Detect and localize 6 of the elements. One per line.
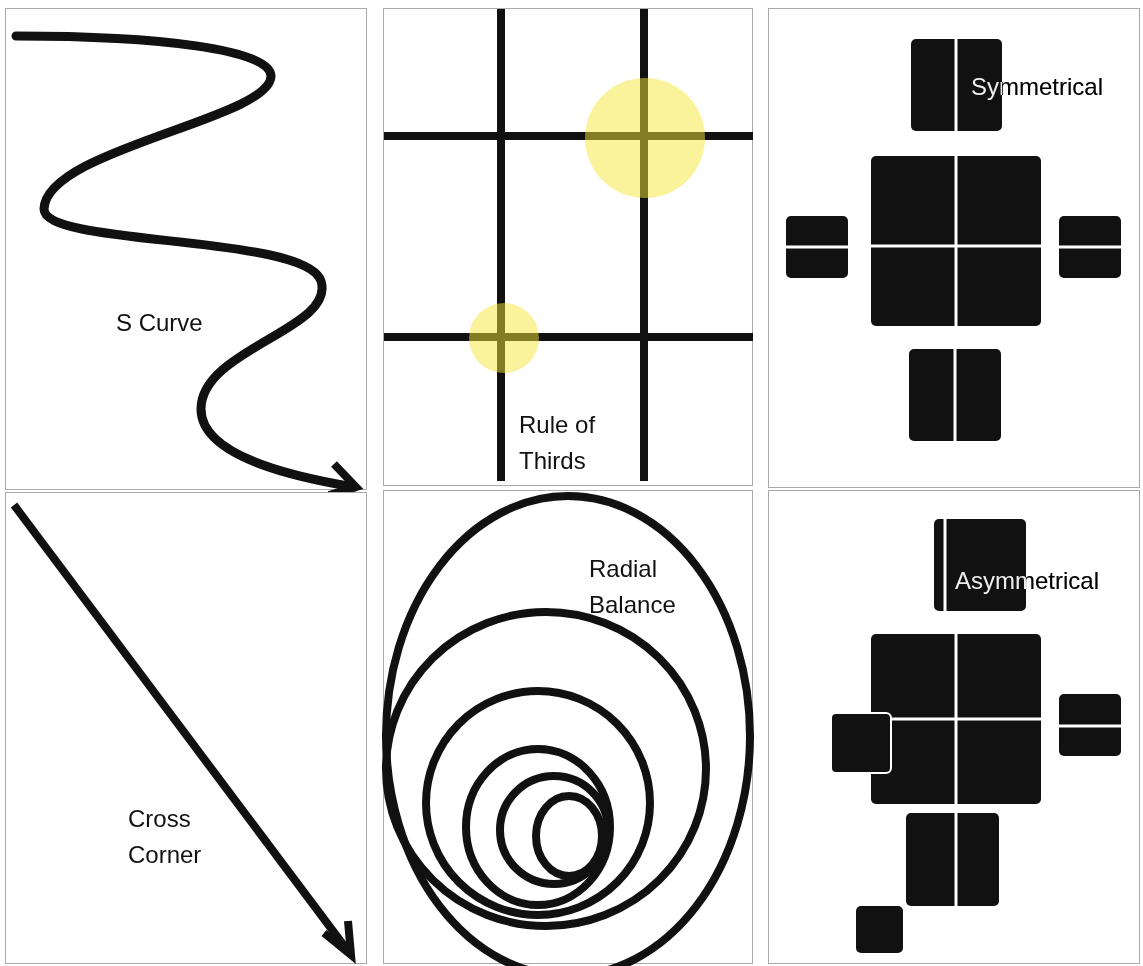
panel-title: S Curve xyxy=(116,308,204,338)
composition-panel xyxy=(768,490,1140,964)
panel-title: Rule of Thirds xyxy=(519,410,597,476)
composition-panel xyxy=(768,8,1140,488)
panel-title: Cross Corner xyxy=(128,804,203,870)
panel-title: Radial Balance xyxy=(589,554,677,620)
